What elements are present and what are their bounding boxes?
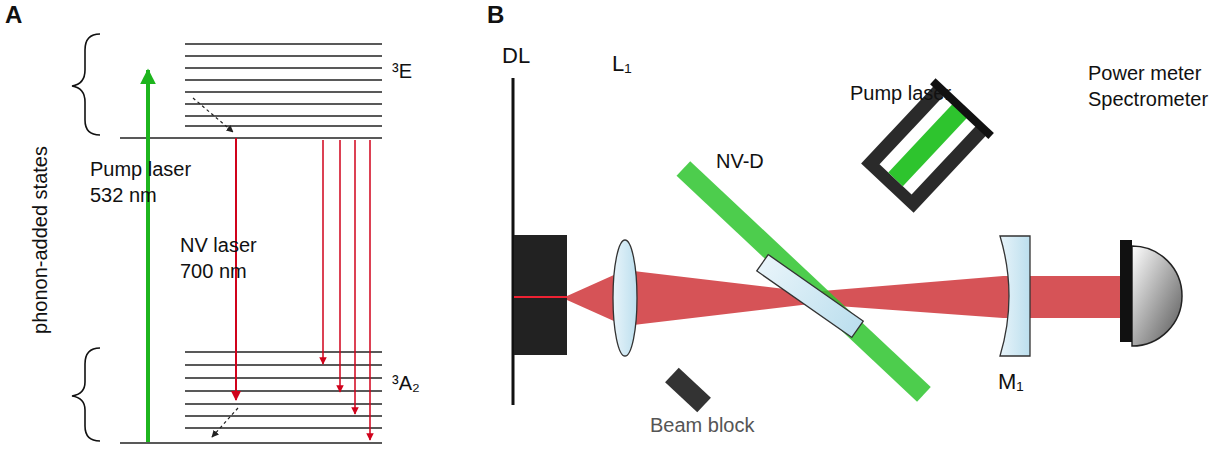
- detector-plate: [1120, 240, 1132, 342]
- pump-arrow: [146, 70, 150, 442]
- emission-arrows: [236, 138, 370, 440]
- laser-label: Pump laser: [90, 158, 191, 180]
- state-label: ³A₂: [392, 372, 420, 394]
- axis-label: phonon-added states: [29, 146, 51, 334]
- panel-letter: A: [5, 2, 22, 28]
- panel-letter: B: [487, 2, 504, 28]
- detector: [1132, 246, 1182, 346]
- part-label: Pump laser: [850, 82, 951, 104]
- brace: [72, 34, 100, 441]
- part-label: Spectrometer: [1088, 88, 1208, 110]
- beam-block: [665, 368, 711, 413]
- state-label: ³E: [392, 60, 412, 82]
- nv-diamond: [757, 255, 863, 338]
- part-label: Power meter: [1088, 62, 1201, 84]
- pump-beam: [677, 161, 931, 401]
- part-label: L₁: [612, 52, 632, 76]
- laser-label: NV laser: [180, 234, 257, 256]
- diode-laser: [514, 235, 567, 355]
- laser-label: 532 nm: [90, 184, 157, 206]
- mirror: [1000, 236, 1030, 356]
- energy-levels: [120, 44, 382, 443]
- part-label: NV-D: [716, 150, 764, 172]
- part-label: M₁: [998, 370, 1024, 394]
- lens: [613, 240, 637, 356]
- part-label: Beam block: [650, 414, 755, 436]
- part-label: DL: [502, 44, 530, 68]
- laser-label: 700 nm: [180, 260, 247, 282]
